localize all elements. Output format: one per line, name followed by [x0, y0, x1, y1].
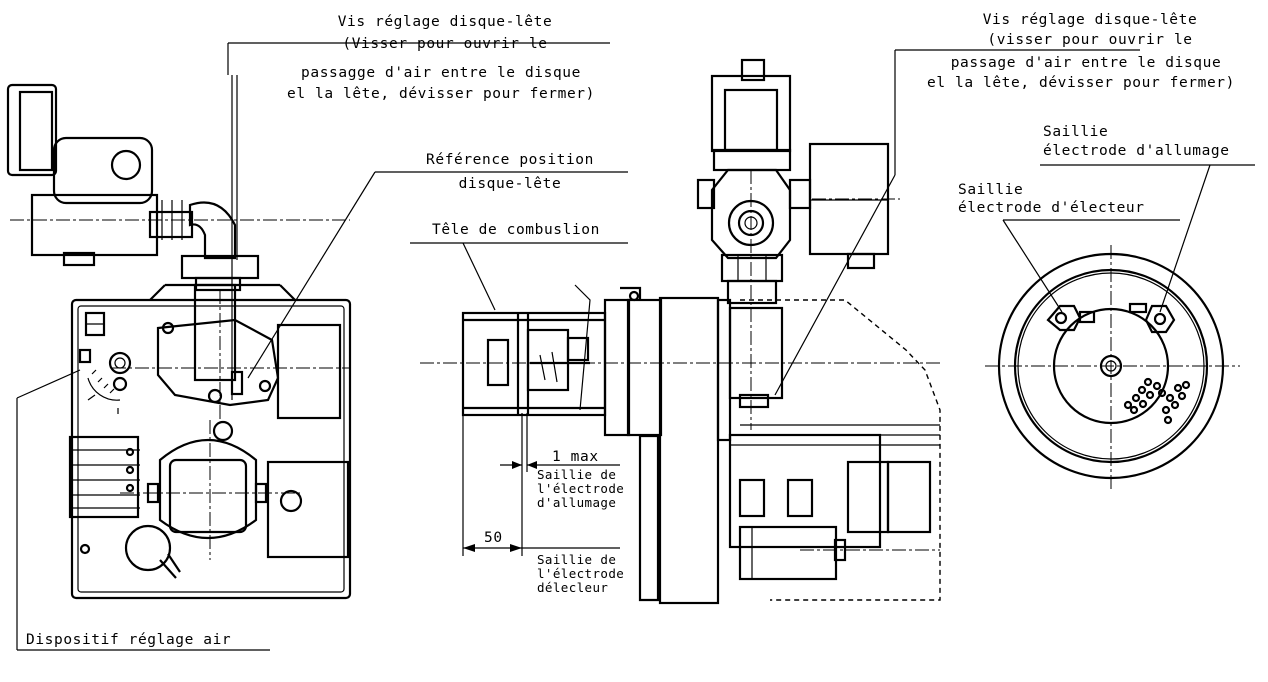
- vis-left-line-1: Vis réglage disque-lête: [337, 14, 553, 30]
- reference-line-1: Référence position: [426, 152, 594, 168]
- head-holes: [1123, 377, 1191, 425]
- dispositif-reglage-air-label: Dispositif réglage air: [26, 632, 232, 648]
- tete-combustion-label: Têle de combuslion: [432, 222, 600, 238]
- saillie-detecteur-label: Saillie de l'électrode délecleur: [537, 552, 625, 595]
- one-max-dimension: 1 max: [552, 449, 599, 465]
- middle-side-view: [410, 49, 1140, 605]
- vis-left-line-4: el la lête, dévisser pour fermer): [287, 86, 595, 102]
- left-leaders: [16, 42, 628, 651]
- saillie-right-allumage-1: Saillie: [1043, 124, 1109, 140]
- right-head-view: [985, 164, 1255, 490]
- reference-line-2: disque-lête: [458, 176, 562, 192]
- saillie-right-detecteur-2: électrode d'électeur: [958, 200, 1145, 216]
- vis-right-line-4: el la lête, dévisser pour fermer): [927, 75, 1235, 91]
- vis-left-line-2: (Visser pour ouvrir le: [342, 36, 548, 52]
- saillie-right-detecteur-1: Saillie: [958, 182, 1024, 198]
- saillie-allumage-label: Saillie de l'électrode d'allumage: [537, 467, 625, 510]
- left-front-view: [6, 75, 352, 600]
- saillie-right-allumage-2: électrode d'allumage: [1043, 143, 1230, 159]
- fifty-dimension: 50: [484, 530, 503, 546]
- vis-left-line-3: passagge d'air entre le disque: [301, 65, 581, 81]
- vis-right-line-1: Vis réglage disque-lête: [982, 12, 1198, 28]
- vis-right-line-3: passage d'air entre le disque: [950, 55, 1222, 71]
- vis-right-line-2: (visser pour ouvrir le: [987, 32, 1193, 48]
